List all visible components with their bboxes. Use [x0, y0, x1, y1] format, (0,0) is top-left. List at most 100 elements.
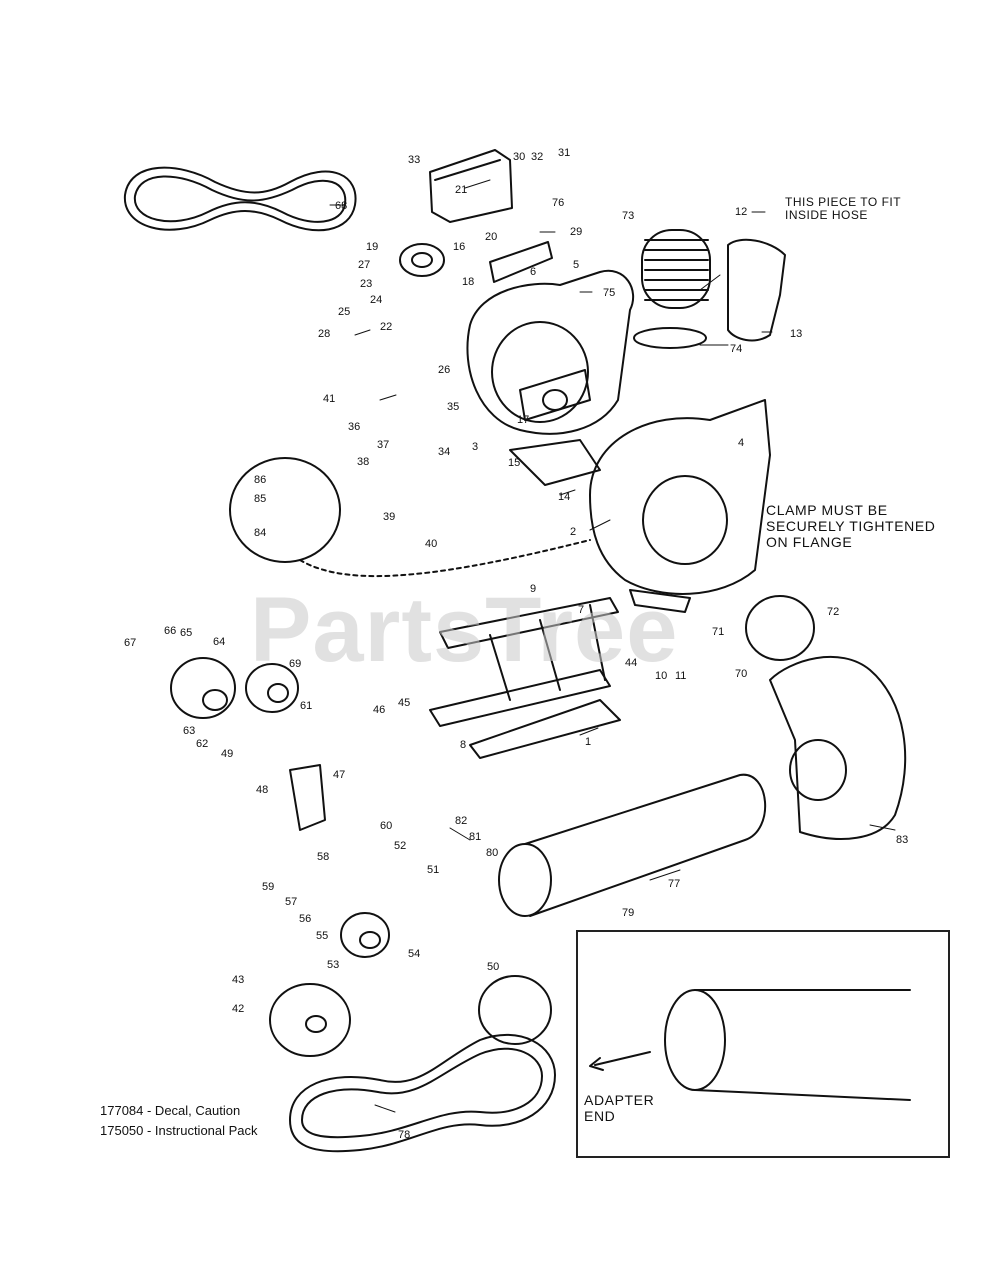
- part-number-labels: 1 2 3 4 5 6 7 8 9 10 11 12 13 14 15 16 1…: [124, 147, 908, 1141]
- part-number-label: 6: [530, 266, 536, 278]
- frame-drawing: [429, 597, 621, 759]
- part-number-label: 76: [552, 197, 564, 209]
- part-number-label: 17: [517, 414, 529, 426]
- part-number-label: 19: [366, 241, 378, 253]
- adapter-note-line1: ADAPTER: [584, 1092, 655, 1108]
- pulley-69-drawing: [245, 663, 299, 713]
- part-number-label: 48: [256, 784, 268, 796]
- blower-housing-front-drawing: [589, 399, 771, 613]
- bracket-47-drawing: [289, 764, 326, 831]
- part-number-label: 42: [232, 1003, 244, 1015]
- clamp-note-line3: ON FLANGE: [766, 534, 853, 551]
- part-number-label: 51: [427, 864, 439, 876]
- arrow-adapter-end: [589, 1051, 651, 1071]
- blower-housing-rear-drawing: [466, 269, 635, 435]
- part-number-label: 71: [712, 626, 724, 638]
- part-number-label: 27: [358, 259, 370, 271]
- part-number-label: 47: [333, 769, 345, 781]
- part-number-label: 43: [232, 974, 244, 986]
- part-number-label: 28: [318, 328, 330, 340]
- part-number-label: 52: [394, 840, 406, 852]
- clamp-note: CLAMP MUST BE SECURELY TIGHTENED ON FLAN…: [766, 502, 936, 550]
- watermark: PartsTree: [250, 579, 679, 681]
- part-number-label: 13: [790, 328, 802, 340]
- part-number-label: 82: [455, 815, 467, 827]
- part-number-label: 11: [675, 670, 686, 682]
- part-number-label: 32: [531, 151, 543, 163]
- hose-note-line1: THIS PIECE TO FIT: [785, 195, 902, 209]
- part-number-label: 23: [360, 278, 372, 290]
- part-number-label: 50: [487, 961, 499, 973]
- pulley-53-drawing: [340, 912, 390, 958]
- legend-instructional-pack: 175050 - Instructional Pack: [100, 1123, 258, 1138]
- part-number-label: 67: [124, 637, 136, 649]
- part-number-label: 69: [289, 658, 301, 670]
- adapter-end-note: ADAPTER END: [584, 1092, 654, 1124]
- part-number-label: 22: [380, 321, 392, 333]
- part-number-label: 61: [300, 700, 312, 712]
- part-number-label: 80: [486, 847, 498, 859]
- inset-tube-drawing: [664, 989, 911, 1101]
- pulley-64-drawing: [170, 657, 236, 719]
- belt-68-drawing: [123, 166, 357, 232]
- part-number-label: 31: [558, 147, 570, 159]
- part-number-label: 62: [196, 738, 208, 750]
- part-number-label: 8: [460, 739, 466, 751]
- hose-73-drawing: [641, 229, 711, 309]
- part-number-label: 63: [183, 725, 195, 737]
- part-number-label: 40: [425, 538, 437, 550]
- part-number-label: 29: [570, 226, 582, 238]
- part-number-label: 65: [180, 627, 192, 639]
- parts-legend: 177084 - Decal, Caution 175050 - Instruc…: [100, 1101, 258, 1141]
- part-number-label: 34: [438, 446, 450, 458]
- part-number-label: 7: [578, 604, 584, 616]
- part-number-label: 3: [472, 441, 478, 453]
- part-number-label: 64: [213, 636, 225, 648]
- part-number-label: 81: [469, 831, 481, 843]
- part-number-label: 70: [735, 668, 747, 680]
- part-number-label: 73: [622, 210, 634, 222]
- part-number-label: 15: [508, 457, 520, 469]
- part-number-label: 12: [735, 206, 747, 218]
- part-number-label: 54: [408, 948, 420, 960]
- part-number-label: 79: [622, 907, 634, 919]
- base-plate-drawing: [509, 439, 601, 486]
- detail-circle-drawing: [229, 457, 591, 578]
- handle-bracket-drawing: [489, 241, 553, 283]
- belt-78-drawing: [289, 1034, 556, 1153]
- part-number-label: 56: [299, 913, 311, 925]
- part-number-label: 83: [896, 834, 908, 846]
- adapter-12-drawing: [727, 238, 786, 342]
- clamp-note-line1: CLAMP MUST BE: [766, 502, 888, 518]
- clamp-note-line2: SECURELY TIGHTENED: [766, 518, 936, 535]
- part-number-label: 35: [447, 401, 459, 413]
- part-number-label: 18: [462, 276, 474, 288]
- part-number-label: 21: [455, 184, 467, 196]
- part-number-label: 45: [398, 697, 410, 709]
- part-number-label: 78: [398, 1129, 410, 1141]
- part-number-label: 74: [730, 343, 742, 355]
- part-number-label: 77: [668, 878, 680, 890]
- part-number-label: 41: [323, 393, 335, 405]
- hose-fit-note: THIS PIECE TO FIT INSIDE HOSE: [785, 195, 902, 223]
- pulley-42-drawing: [269, 983, 351, 1057]
- part-number-label: 4: [738, 437, 744, 449]
- part-number-label: 58: [317, 851, 329, 863]
- part-number-label: 39: [383, 511, 395, 523]
- part-number-label: 36: [348, 421, 360, 433]
- pulley-50-drawing: [478, 975, 552, 1045]
- part-number-label: 55: [316, 930, 328, 942]
- part-number-label: 10: [655, 670, 667, 682]
- part-number-label: 53: [327, 959, 339, 971]
- part-number-label: 9: [530, 583, 536, 595]
- part-number-label: 14: [558, 491, 570, 503]
- part-number-label: 25: [338, 306, 350, 318]
- part-number-label: 2: [570, 526, 576, 538]
- part-number-label: 16: [453, 241, 465, 253]
- legend-decal-caution: 177084 - Decal, Caution: [100, 1103, 241, 1118]
- part-number-label: 5: [573, 259, 579, 271]
- part-number-label: 57: [285, 896, 297, 908]
- leader-lines: [329, 179, 896, 1113]
- hose-clamp-74-drawing: [633, 327, 707, 349]
- adapter-note-line2: END: [584, 1108, 616, 1125]
